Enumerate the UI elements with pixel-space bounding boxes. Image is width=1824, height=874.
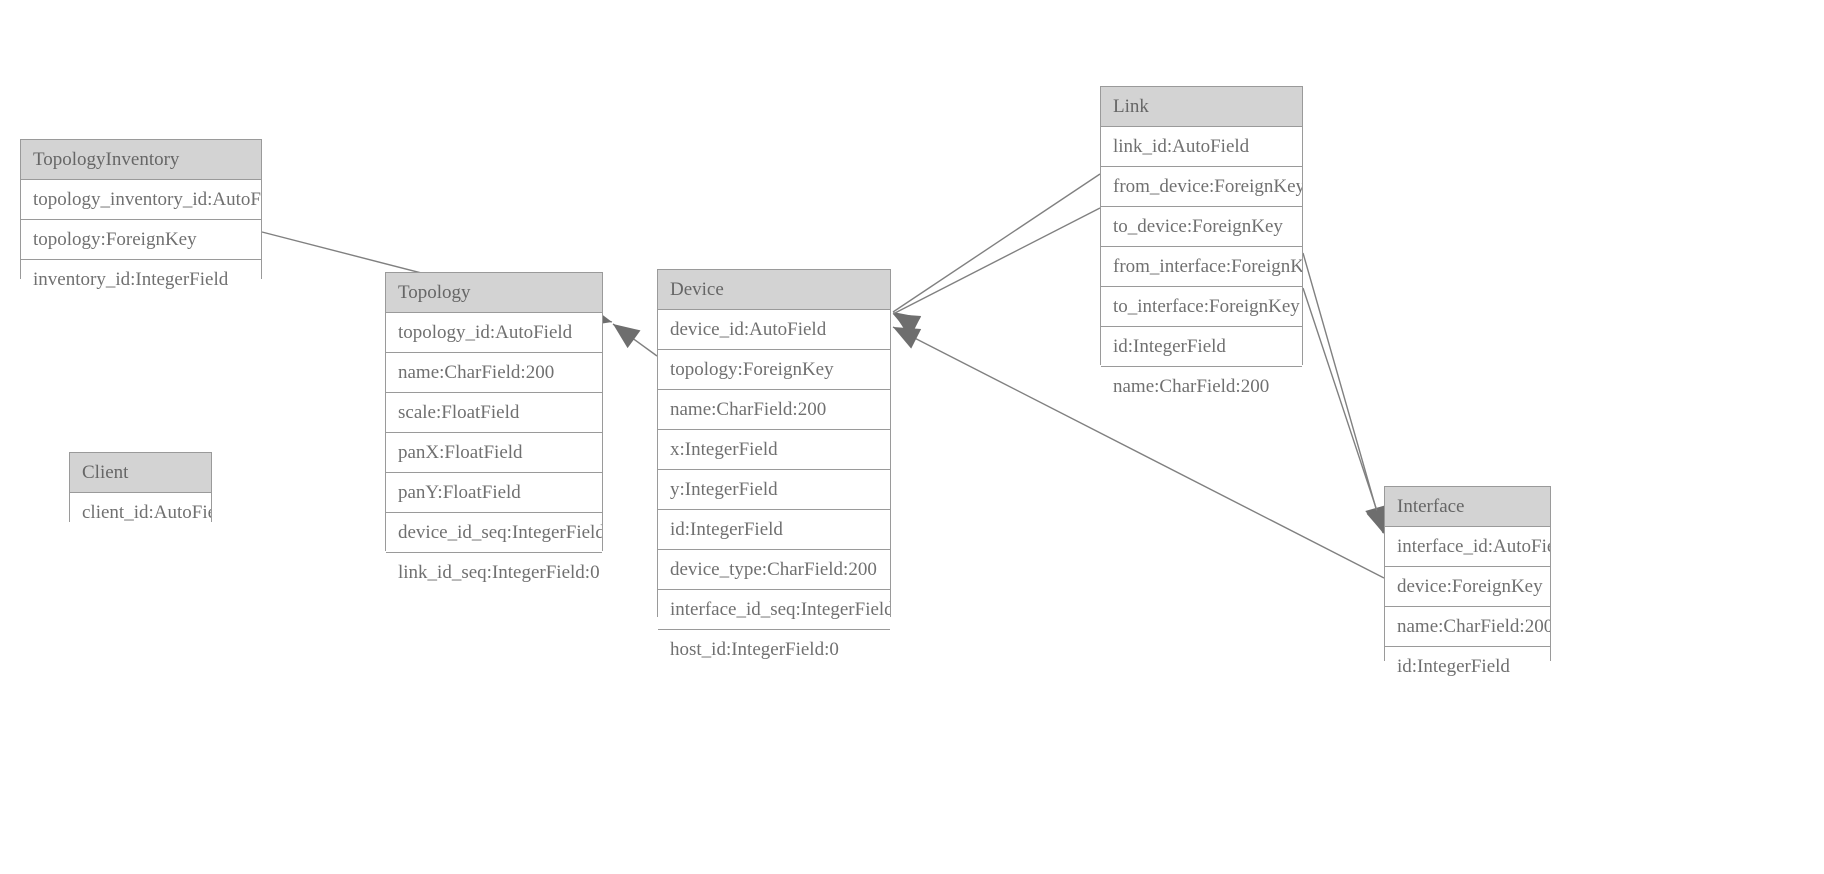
entity-title-link: Link (1101, 87, 1302, 127)
relationship-arrowhead (893, 312, 921, 336)
entity-field-row[interactable]: client_id:AutoField (70, 493, 211, 533)
relationship-arrowhead (893, 314, 922, 336)
relationship-line (892, 173, 1101, 313)
entity-field-row[interactable]: link_id_seq:IntegerField:0 (386, 553, 602, 593)
relationship-link-to-device-to-device (892, 207, 1101, 336)
entity-field-row[interactable]: to_interface:ForeignKey (1101, 287, 1302, 327)
entity-field-row[interactable]: interface_id:AutoField (1385, 527, 1550, 567)
entity-field-row[interactable]: name:CharField:200 (1101, 367, 1302, 407)
entity-field-row[interactable]: device:ForeignKey (1385, 567, 1550, 607)
entity-title-client: Client (70, 453, 211, 493)
entity-field-row[interactable]: x:IntegerField (658, 430, 890, 470)
entity-field-row[interactable]: topology_inventory_id:AutoField (21, 180, 261, 220)
relationship-line (612, 323, 658, 357)
entity-field-row[interactable]: id:IntegerField (1385, 647, 1550, 687)
relationship-line (1302, 252, 1384, 534)
relationship-line (1302, 287, 1386, 536)
relationship-link-from-interface-to-interface (1302, 252, 1387, 534)
entity-interface[interactable]: Interfaceinterface_id:AutoFielddevice:Fo… (1384, 486, 1551, 687)
entity-field-row[interactable]: device_type:CharField:200 (658, 550, 890, 590)
entity-title-interface: Interface (1385, 487, 1550, 527)
relationship-arrowhead (893, 327, 922, 349)
entity-field-row[interactable]: device_id:AutoField (658, 310, 890, 350)
entity-field-row[interactable]: device_id_seq:IntegerField:0 (386, 513, 602, 553)
entity-field-row[interactable]: y:IntegerField (658, 470, 890, 510)
entity-field-row[interactable]: topology:ForeignKey (21, 220, 261, 260)
entity-field-row[interactable]: id:IntegerField (658, 510, 890, 550)
entity-field-row[interactable]: interface_id_seq:IntegerField:0 (658, 590, 890, 630)
entity-field-row[interactable]: name:CharField:200 (386, 353, 602, 393)
relationship-link-from-device-to-device (892, 173, 1101, 336)
entity-field-row[interactable]: inventory_id:IntegerField (21, 260, 261, 300)
entity-title-device: Device (658, 270, 890, 310)
entity-field-row[interactable]: from_interface:ForeignKey (1101, 247, 1302, 287)
relationship-device-to-topology (612, 323, 658, 357)
entity-field-row[interactable]: topology_id:AutoField (386, 313, 602, 353)
entity-field-row[interactable]: id:IntegerField (1101, 327, 1302, 367)
entity-field-row[interactable]: host_id:IntegerField:0 (658, 630, 890, 670)
entity-title-topology_inventory: TopologyInventory (21, 140, 261, 180)
entity-field-row[interactable]: panX:FloatField (386, 433, 602, 473)
relationship-link-to-interface-to-interface (1302, 287, 1388, 536)
entity-field-row[interactable]: name:CharField:200 (658, 390, 890, 430)
relationship-arrowhead (613, 324, 641, 349)
entity-field-row[interactable]: to_device:ForeignKey (1101, 207, 1302, 247)
entity-field-row[interactable]: from_device:ForeignKey (1101, 167, 1302, 207)
relationship-line (892, 207, 1101, 315)
entity-field-row[interactable]: topology:ForeignKey (658, 350, 890, 390)
entity-field-row[interactable]: panY:FloatField (386, 473, 602, 513)
entity-field-row[interactable]: name:CharField:200 (1385, 607, 1550, 647)
entity-title-topology: Topology (386, 273, 602, 313)
entity-field-row[interactable]: scale:FloatField (386, 393, 602, 433)
entity-field-row[interactable]: link_id:AutoField (1101, 127, 1302, 167)
